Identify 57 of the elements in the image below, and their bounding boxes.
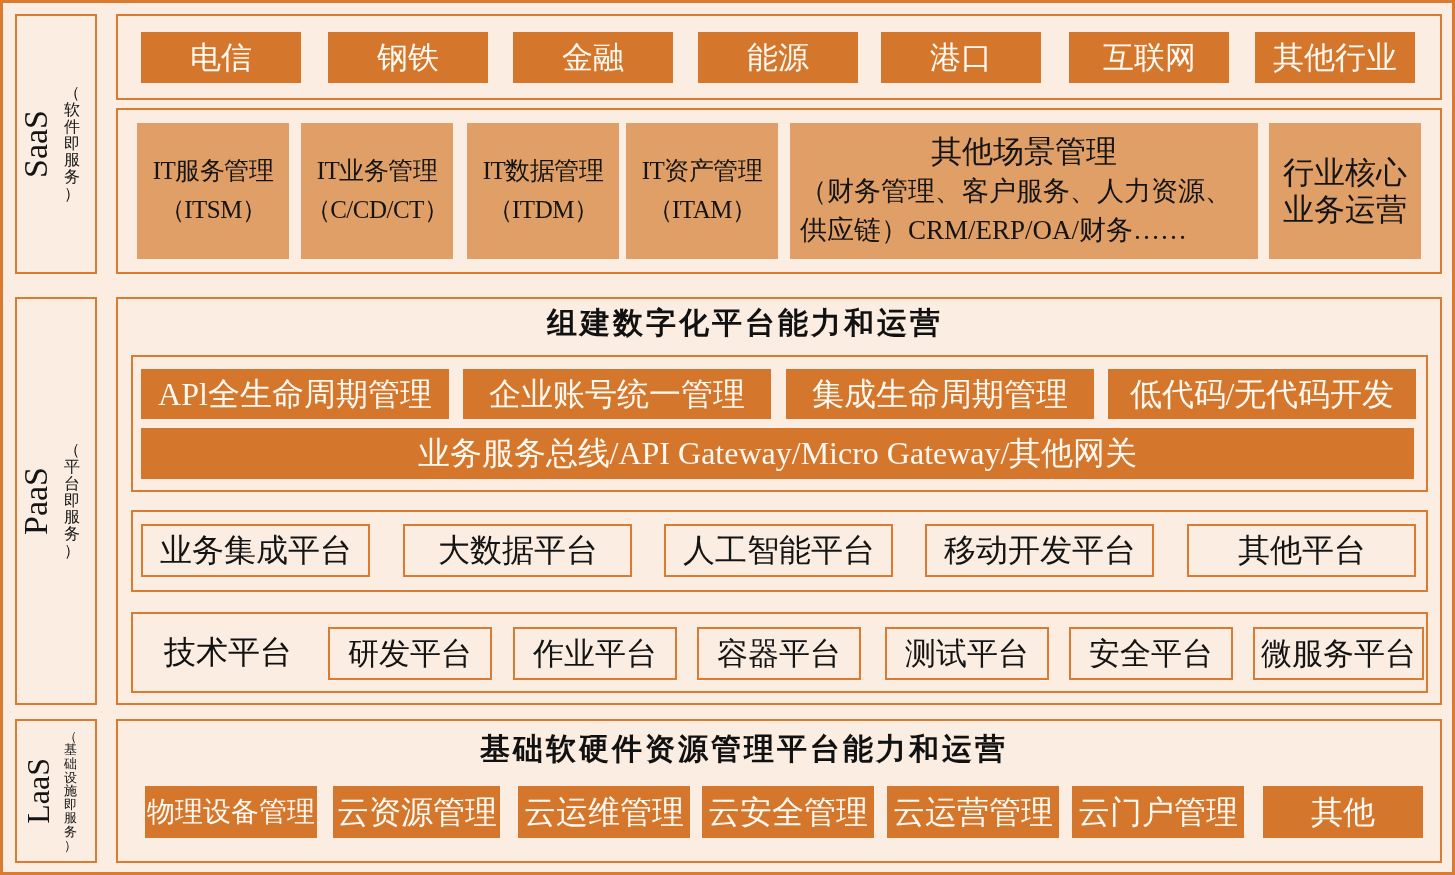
management-tile: 物理设备管理 [145,786,317,838]
layer-panel [116,719,1442,863]
capability-tile: APl全生命周期管理 [141,369,449,419]
layer-name: LaaS [21,758,54,824]
industry-tile: 其他行业 [1255,32,1415,83]
application-tile: IT业务管理（C/CD/CT） [301,123,453,259]
application-tile: IT资产管理（ITAM） [626,123,778,259]
management-tile: 云门户管理 [1072,786,1244,838]
capability-tile: 企业账号统一管理 [463,369,771,419]
layer-label-panel [15,14,97,274]
application-heading: 其他场景管理 [931,132,1117,171]
layer-name: SaaS [19,110,54,178]
application-tile: 行业核心业务运营 [1269,123,1421,259]
industry-tile: 互联网 [1069,32,1229,83]
platform-row-panel [131,612,1428,693]
row-heading: 技术平台 [164,633,292,672]
platform-box: 微服务平台 [1253,627,1424,680]
layer-heading: 基础软硬件资源管理平台能力和运营 [480,731,1008,767]
layer-subtitle: （软件即服务） [63,85,81,203]
layer-subtitle: （平台即服务） [63,442,81,560]
industry-row-panel [116,14,1442,100]
management-tile: 其他 [1263,786,1423,838]
layer-subtitle: （基础设施即服务） [63,729,79,853]
capability-tile: 低代码/无代码开发 [1108,369,1416,419]
platform-box: 大数据平台 [403,524,632,577]
gateway-bar: 业务服务总线/API Gateway/Micro Gateway/其他网关 [141,428,1414,479]
platform-box: 其他平台 [1187,524,1416,577]
industry-tile: 港口 [881,32,1041,83]
management-tile: 云运维管理 [518,786,690,838]
application-description: （财务管理、客户服务、人力资源、供应链）CRM/ERP/OA/财务…… [799,175,1233,248]
layer-label-panel [15,719,97,863]
application-row-panel [116,108,1442,274]
platform-box: 业务集成平台 [141,524,370,577]
platform-box: 容器平台 [697,627,861,680]
management-tile: 云资源管理 [333,786,500,838]
management-tile: 云安全管理 [702,786,874,838]
platform-box: 移动开发平台 [925,524,1154,577]
layer-heading: 组建数字化平台能力和运营 [547,305,943,341]
industry-tile: 能源 [698,32,858,83]
industry-tile: 金融 [513,32,673,83]
layer-label-panel [15,297,97,705]
layer-name: PaaS [19,467,54,535]
management-tile: 云运营管理 [887,786,1059,838]
platform-box: 研发平台 [328,627,492,680]
platform-box: 测试平台 [885,627,1049,680]
platform-box: 人工智能平台 [664,524,893,577]
application-tile: IT数据管理（ITDM） [467,123,619,259]
application-tile: IT服务管理（ITSM） [137,123,289,259]
platform-box: 安全平台 [1069,627,1233,680]
platform-row-panel [131,510,1428,592]
capability-group-panel [131,355,1428,492]
layer-panel [116,297,1442,705]
industry-tile: 电信 [141,32,301,83]
capability-tile: 集成生命周期管理 [786,369,1094,419]
industry-tile: 钢铁 [328,32,488,83]
application-panel [790,123,1258,259]
platform-box: 作业平台 [513,627,677,680]
